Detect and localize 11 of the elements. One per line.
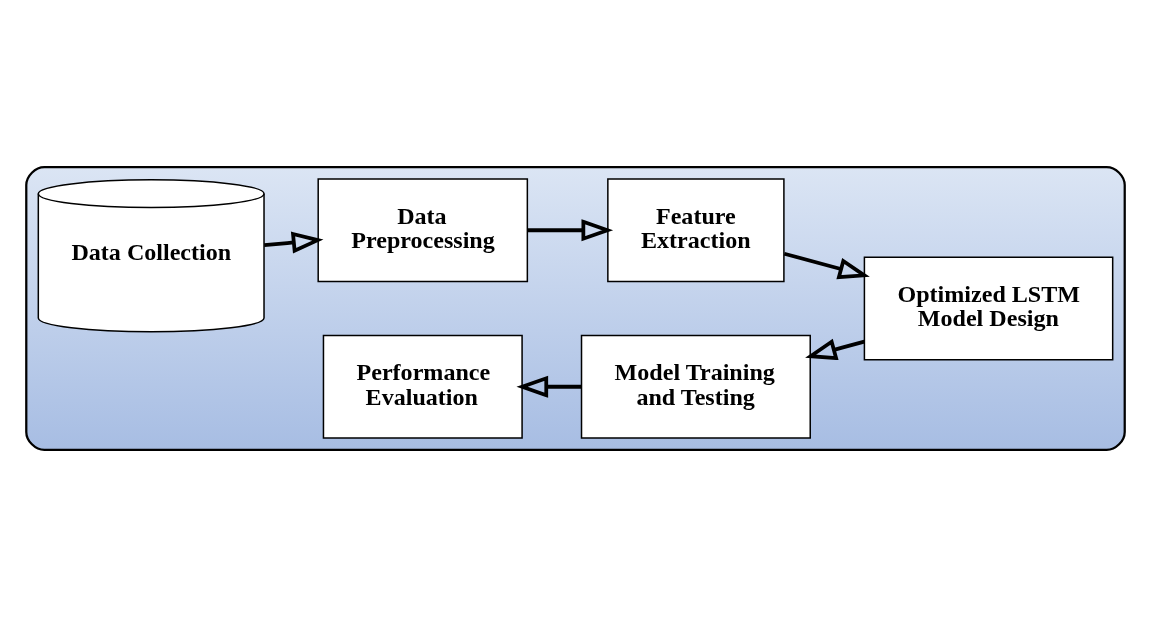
arrow: [527, 219, 614, 242]
node-box: Performance Evaluation: [322, 334, 523, 439]
arrow: [805, 338, 865, 361]
arrow: [264, 231, 324, 254]
node-box: Data Preprocessing: [317, 178, 529, 283]
node-box: Optimized LSTM Model Design: [863, 256, 1114, 361]
node-box: Feature Extraction: [607, 178, 785, 283]
node-box: Model Training and Testing: [580, 334, 811, 439]
cluster: [25, 165, 1126, 452]
arrow: [783, 251, 870, 280]
arrow: [516, 375, 582, 398]
